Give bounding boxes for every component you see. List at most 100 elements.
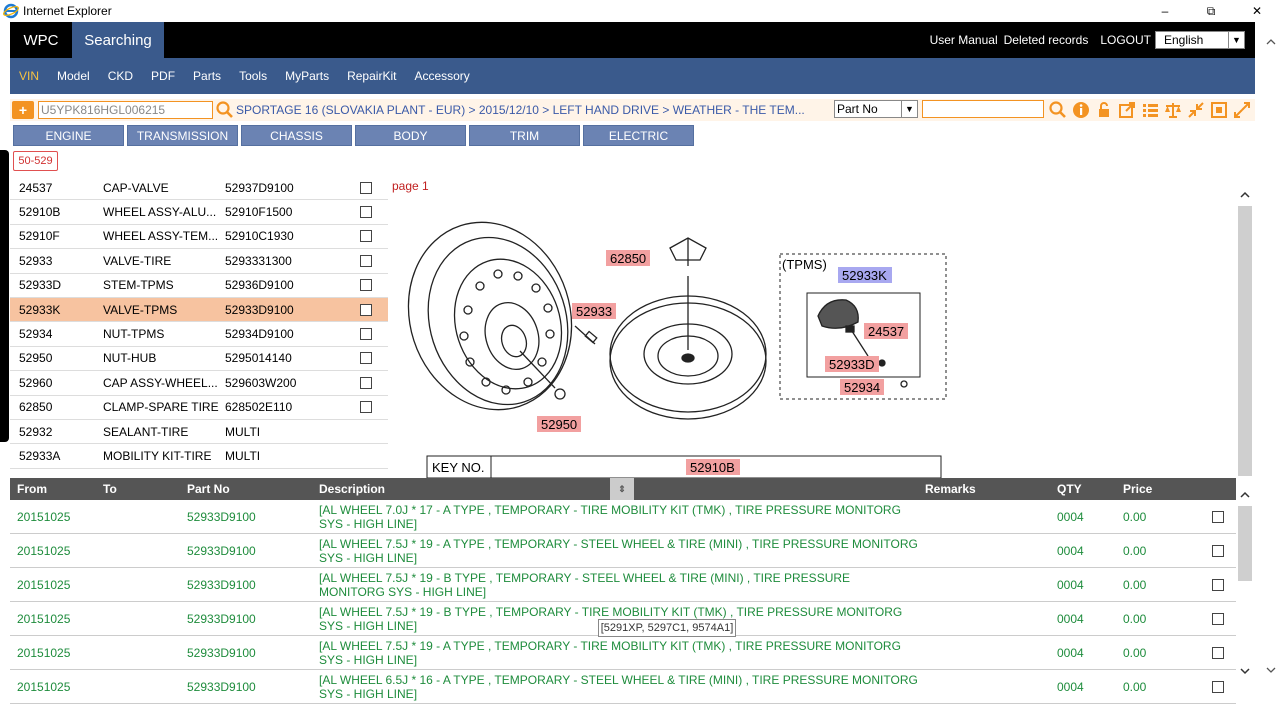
part-search-input[interactable]	[922, 100, 1044, 118]
col-from[interactable]: From	[17, 482, 47, 496]
row-checkbox[interactable]	[1212, 613, 1224, 625]
scrollbar-thumb[interactable]	[1238, 506, 1252, 581]
callout-52950[interactable]: 52950	[541, 417, 577, 432]
col-description[interactable]: Description	[319, 482, 386, 496]
restore-button[interactable]: ⧉	[1206, 3, 1216, 18]
group-badge[interactable]: 50-529	[13, 151, 58, 171]
row-checkbox[interactable]	[360, 206, 372, 219]
callout-52933D[interactable]: 52933D	[829, 357, 875, 372]
field-select[interactable]: Part No ▼	[834, 100, 918, 118]
col-part-no[interactable]: Part No	[187, 482, 230, 496]
row-checkbox[interactable]	[360, 401, 372, 414]
row-checkbox[interactable]	[360, 181, 372, 194]
language-select[interactable]: English ▼	[1155, 31, 1245, 49]
row-checkbox[interactable]	[1212, 579, 1224, 591]
callout-62850[interactable]: 62850	[610, 251, 646, 266]
col-price[interactable]: Price	[1123, 482, 1153, 496]
row-checkbox[interactable]	[1212, 681, 1224, 693]
nav-repairkit[interactable]: RepairKit	[347, 69, 397, 83]
category-chassis[interactable]: CHASSIS	[241, 125, 352, 146]
expand-icon[interactable]	[1232, 100, 1252, 120]
chevron-up-icon[interactable]	[1238, 488, 1252, 502]
nav-myparts[interactable]: MyParts	[285, 69, 330, 83]
row-checkbox[interactable]	[1212, 511, 1224, 523]
callout-52910B[interactable]: 52910B	[690, 460, 735, 475]
chevron-down-icon[interactable]	[1238, 664, 1252, 678]
info-icon[interactable]	[1071, 100, 1091, 120]
row-checkbox[interactable]	[360, 376, 372, 389]
tab-searching[interactable]: Searching	[72, 22, 164, 58]
export-icon[interactable]	[1117, 100, 1137, 120]
row-checkbox[interactable]	[360, 254, 372, 267]
vin-input[interactable]: U5YPK816HGL006215	[38, 101, 213, 119]
deleted-records-link[interactable]: Deleted records	[1003, 33, 1089, 47]
nav-model[interactable]: Model	[57, 69, 90, 83]
col-remarks[interactable]: Remarks	[925, 482, 976, 496]
logout-link[interactable]: LOGOUT	[1100, 33, 1151, 47]
breadcrumb[interactable]: SPORTAGE 16 (SLOVAKIA PLANT - EUR) > 201…	[236, 103, 805, 117]
lock-icon[interactable]	[1094, 100, 1114, 120]
page-scrollbar[interactable]	[1262, 22, 1280, 692]
nav-parts[interactable]: Parts	[193, 69, 222, 83]
nav-accessory[interactable]: Accessory	[414, 69, 470, 83]
nav-vin[interactable]: VIN	[19, 69, 40, 83]
callout-52933[interactable]: 52933	[576, 304, 612, 319]
search-icon[interactable]	[215, 100, 235, 120]
chevron-up-icon[interactable]	[1238, 188, 1252, 202]
shrink-icon[interactable]	[1186, 100, 1206, 120]
diagram-scrollbar[interactable]	[1238, 188, 1252, 476]
minimize-button[interactable]: –	[1161, 4, 1169, 18]
chevron-down-icon[interactable]	[1262, 662, 1280, 678]
callout-52933K[interactable]: 52933K	[842, 268, 887, 283]
user-manual-link[interactable]: User Manual	[929, 33, 998, 47]
row-checkbox[interactable]	[1212, 545, 1224, 557]
nav-ckd[interactable]: CKD	[107, 69, 134, 83]
row-checkbox[interactable]	[360, 230, 372, 243]
chevron-up-icon[interactable]	[1262, 34, 1280, 50]
callout-24537[interactable]: 24537	[868, 324, 904, 339]
parts-diagram[interactable]: page 1	[390, 176, 1238, 479]
category-electric[interactable]: ELECTRIC	[583, 125, 694, 146]
nav-tools[interactable]: Tools	[239, 69, 268, 83]
tab-wpc[interactable]: WPC	[23, 31, 59, 49]
row-checkbox[interactable]	[360, 328, 372, 341]
col-to[interactable]: To	[103, 482, 117, 496]
category-body[interactable]: BODY	[355, 125, 466, 146]
nav-pdf[interactable]: PDF	[151, 69, 176, 83]
search-icon[interactable]	[1048, 100, 1068, 120]
add-button[interactable]: +	[12, 101, 34, 119]
row-checkbox[interactable]	[1212, 647, 1224, 659]
fit-icon[interactable]	[1209, 100, 1229, 120]
row-checkbox[interactable]	[360, 279, 372, 292]
scale-icon[interactable]	[1163, 100, 1183, 120]
callout-52934[interactable]: 52934	[844, 380, 880, 395]
list-icon[interactable]	[1140, 100, 1160, 120]
resize-handle-icon[interactable]: ⇕	[610, 478, 634, 500]
category-engine[interactable]: ENGINE	[13, 125, 124, 146]
close-button[interactable]: ✕	[1251, 4, 1263, 18]
side-panel-handle[interactable]	[0, 150, 9, 442]
category-transmission[interactable]: TRANSMISSION	[127, 125, 238, 146]
category-trim[interactable]: TRIM	[469, 125, 580, 146]
row-checkbox[interactable]	[360, 303, 372, 316]
scrollbar-thumb[interactable]	[1238, 206, 1252, 476]
table-scrollbar[interactable]	[1238, 488, 1252, 692]
row-checkbox[interactable]	[360, 352, 372, 365]
col-qty[interactable]: QTY	[1057, 482, 1082, 496]
